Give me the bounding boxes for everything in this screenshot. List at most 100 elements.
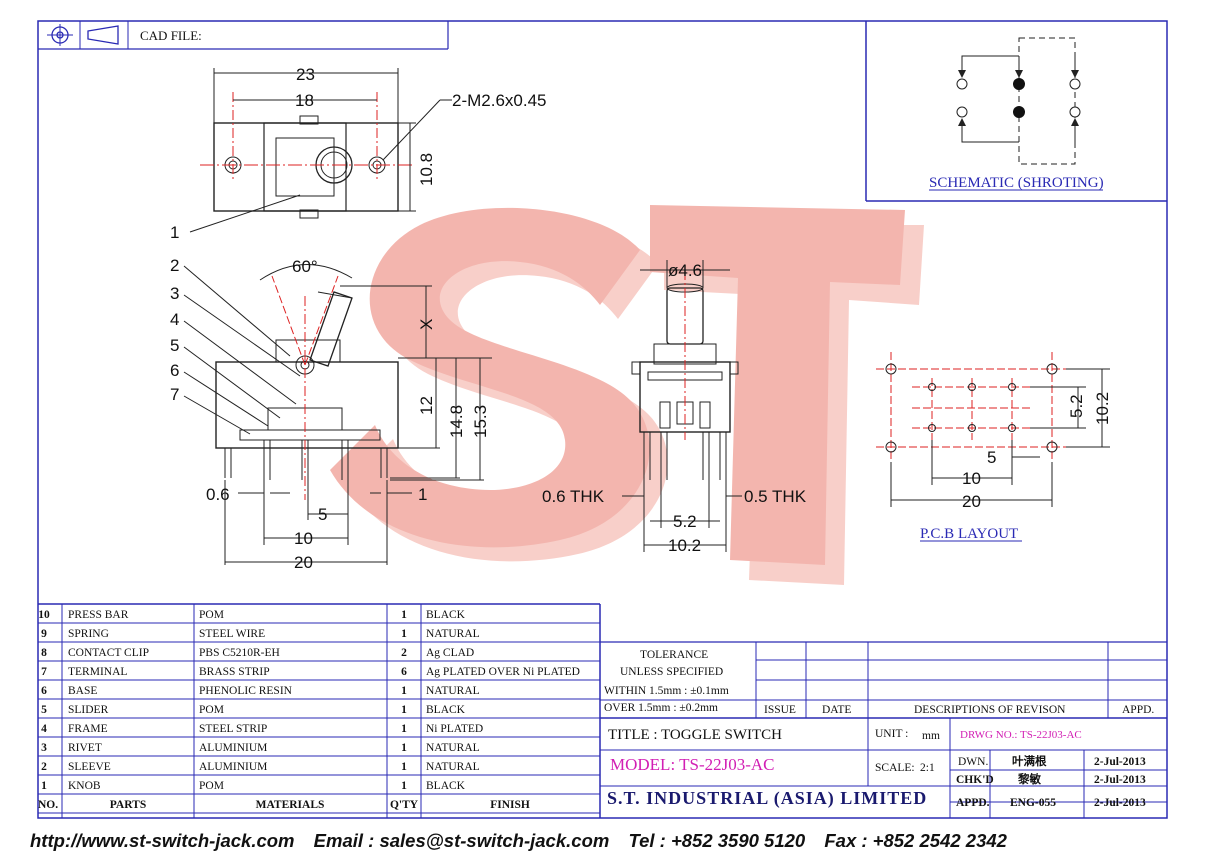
dim-dia-4-6: ø4.6 [668, 261, 702, 280]
bom-cell-qty: 1 [401, 685, 407, 697]
bom-cell-finish: BLACK [426, 780, 466, 792]
bom-cell-finish: NATURAL [426, 742, 480, 754]
bom-cell-material: BRASS STRIP [199, 666, 270, 678]
bom-cell-finish: Ag CLAD [426, 647, 474, 659]
telephone: Tel : +852 3590 5120 [628, 830, 806, 851]
dim-10-8: 10.8 [417, 153, 436, 186]
unit-value: mm [922, 730, 940, 742]
schematic-caption: SCHEMATIC (SHROTING) [929, 175, 1104, 191]
rev-issue-header: ISSUE [764, 704, 796, 716]
fax: Fax : +852 2542 2342 [824, 830, 1007, 851]
dim-15-3: 15.3 [471, 405, 490, 438]
callout-5: 5 [170, 336, 179, 355]
dim-10-2-front: 10.2 [668, 536, 701, 555]
scale-label: SCALE: [875, 762, 915, 774]
bom-cell-no: 1 [41, 780, 47, 792]
bom-cell-finish: NATURAL [426, 628, 480, 640]
bom-cell-qty: 1 [401, 609, 407, 621]
dim-x: X [417, 319, 436, 330]
dim-14-8: 14.8 [447, 405, 466, 438]
bom-cell-material: STEEL WIRE [199, 628, 265, 640]
contact-footer: http://www.st-switch-jack.com Email : sa… [30, 830, 1210, 852]
bom-cell-qty: 6 [401, 666, 407, 678]
email-link[interactable]: Email : sales@st-switch-jack.com [313, 830, 610, 851]
rev-date-header: DATE [822, 704, 851, 716]
bom-table [38, 603, 601, 818]
bom-header-part: PARTS [110, 799, 146, 811]
bom-cell-finish: NATURAL [426, 761, 480, 773]
bom-cell-material: POM [199, 780, 224, 792]
bom-cell-finish: BLACK [426, 609, 466, 621]
top-view [189, 68, 452, 233]
bom-header-qty: Q'TY [390, 799, 419, 811]
bom-cell-no: 9 [41, 628, 47, 640]
pcb-dim-5: 5 [987, 448, 996, 467]
rev-desc-header: DESCRIPTIONS OF REVISON [914, 704, 1066, 716]
bom-cell-qty: 1 [401, 723, 407, 735]
callout-6: 6 [170, 361, 179, 380]
dim-1: 1 [418, 485, 427, 504]
bom-cell-no: 5 [41, 704, 47, 716]
bom-header-finish: FINISH [490, 799, 530, 811]
callout-4: 4 [170, 310, 179, 329]
bom-cell-part: PRESS BAR [68, 609, 129, 621]
bom-header-no: NO. [38, 799, 58, 811]
chkd-name: 黎敏 [1018, 772, 1041, 786]
drwg-no: DRWG NO.: TS-22J03-AC [960, 729, 1082, 741]
bom-cell-finish: Ag PLATED OVER Ni PLATED [426, 666, 580, 678]
bom-cell-part: SPRING [68, 628, 109, 640]
bom-cell-no: 10 [38, 609, 50, 621]
dwn-date: 2-Jul-2013 [1094, 756, 1146, 768]
st-watermark [330, 205, 924, 585]
appd-name: ENG-055 [1010, 797, 1056, 809]
bom-cell-material: STEEL STRIP [199, 723, 267, 735]
company-name: S.T. INDUSTRIAL (ASIA) LIMITED [607, 788, 927, 809]
bom-cell-material: POM [199, 609, 224, 621]
bom-cell-part: KNOB [68, 780, 101, 792]
pcb-dim-20: 20 [962, 492, 981, 511]
bom-cell-part: FRAME [68, 723, 108, 735]
bom-cell-no: 8 [41, 647, 47, 659]
dim-0-6: 0.6 [206, 485, 230, 504]
dim-5: 5 [318, 505, 327, 524]
rev-appd-header: APPD. [1122, 704, 1154, 716]
tolerance-over: OVER 1.5mm : ±0.2mm [604, 702, 718, 714]
model-text: MODEL: TS-22J03-AC [610, 755, 775, 774]
tolerance-within: WITHIN 1.5mm : ±0.1mm [604, 685, 729, 697]
bom-cell-material: ALUMINIUM [199, 761, 267, 773]
dim-0-5-thk: 0.5 THK [744, 487, 807, 506]
dwn-name: 叶满根 [1012, 754, 1047, 768]
dim-5-2-front: 5.2 [673, 512, 697, 531]
pcb-dim-10: 10 [962, 469, 981, 488]
bom-header-material: MATERIALS [256, 799, 325, 811]
callout-7: 7 [170, 385, 179, 404]
appd-label: APPD. [956, 797, 990, 809]
pcb-dim-10-2: 10.2 [1093, 392, 1112, 425]
bom-cell-no: 2 [41, 761, 47, 773]
appd-date: 2-Jul-2013 [1094, 797, 1146, 809]
pcb-caption: P.C.B LAYOUT [920, 526, 1018, 542]
bom-cell-material: PHENOLIC RESIN [199, 685, 293, 697]
bom-cell-no: 6 [41, 685, 47, 697]
projection-circle-icon [47, 24, 73, 46]
schematic-box: SCHEMATIC (SHROTING) [865, 21, 1167, 202]
scale-value: 2:1 [920, 762, 935, 774]
revision-grid [600, 641, 1167, 818]
thread-callout: 2-M2.6x0.45 [452, 91, 547, 110]
callout-2: 2 [170, 256, 179, 275]
bom-cell-no: 3 [41, 742, 47, 754]
unit-label: UNIT : [875, 728, 908, 740]
bom-cell-part: CONTACT CLIP [68, 647, 149, 659]
website-link[interactable]: http://www.st-switch-jack.com [30, 830, 295, 851]
bom-cell-part: BASE [68, 685, 97, 697]
bom-cell-part: SLIDER [68, 704, 109, 716]
tolerance-title: TOLERANCE [640, 649, 708, 661]
bom-cell-material: PBS C5210R-EH [199, 647, 280, 659]
tolerance-unless: UNLESS SPECIFIED [620, 666, 723, 678]
dim-0-6-thk: 0.6 THK [542, 487, 605, 506]
cad-header: CAD FILE: [38, 21, 449, 50]
title-text: TITLE : TOGGLE SWITCH [608, 727, 782, 743]
chkd-label: CHK'D [956, 774, 994, 786]
dim-20: 20 [294, 553, 313, 572]
